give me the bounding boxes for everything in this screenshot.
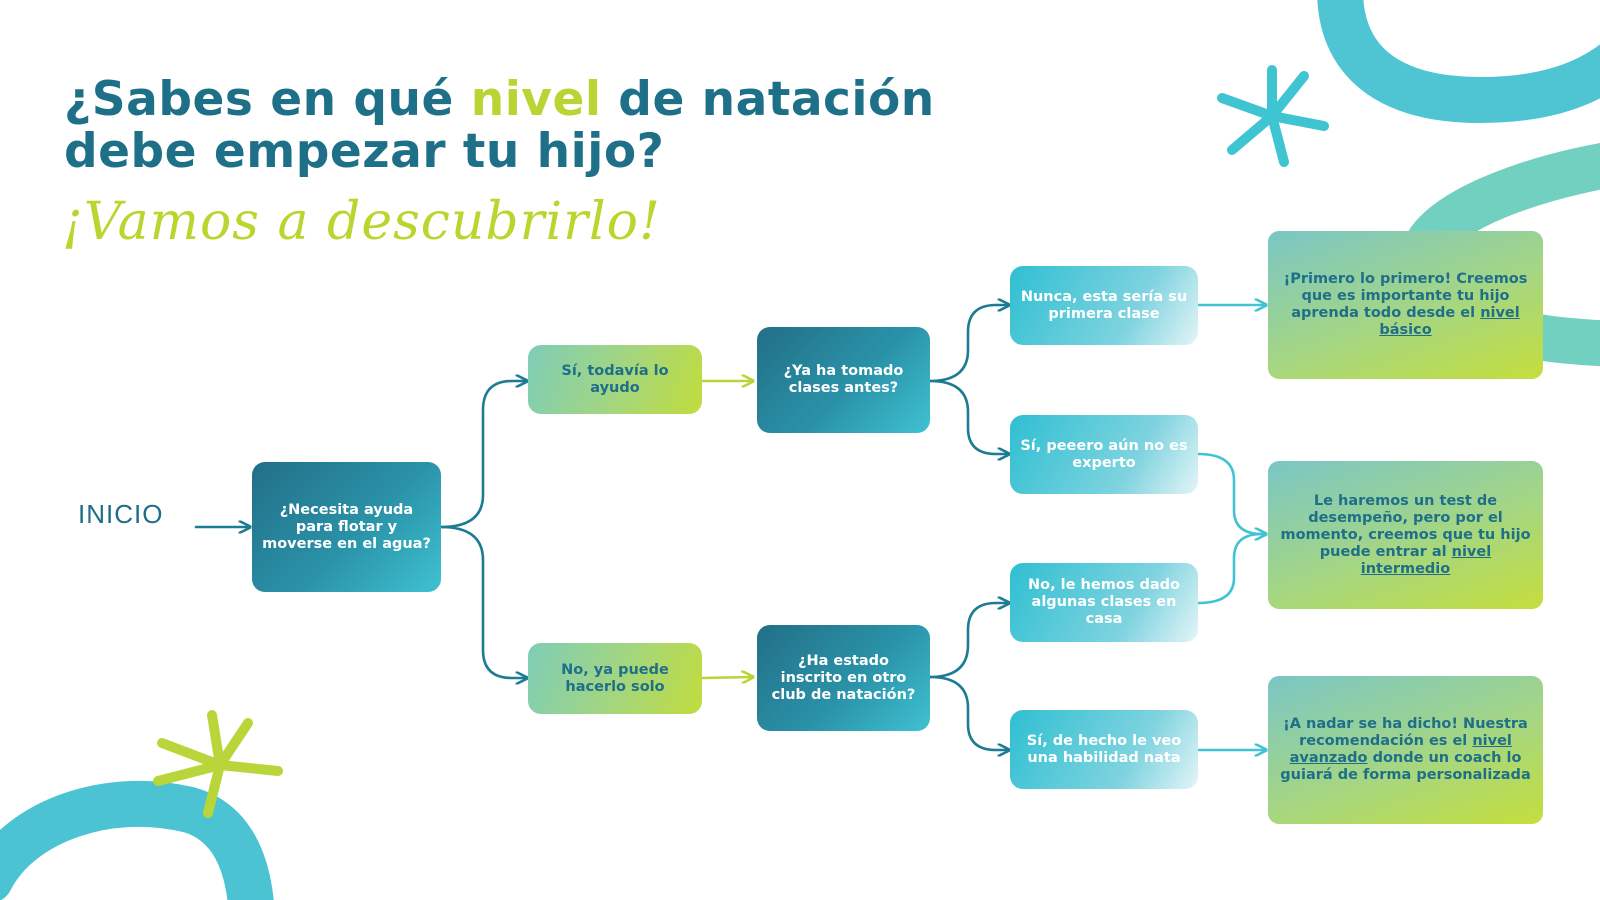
basic-level-link[interactable]: nivel básico bbox=[1379, 305, 1520, 338]
title-line-1: ¿Sabes en qué nivel de natación bbox=[64, 72, 935, 127]
answer-yes-not-expert-text: Sí, peeero aún no es experto bbox=[1020, 437, 1188, 471]
squiggle-bottom-left bbox=[0, 780, 274, 900]
title-line-2: debe empezar tu hijo? bbox=[64, 124, 665, 179]
question-previous-classes-text: ¿Ya ha tomado clases antes? bbox=[783, 363, 904, 396]
question-help-floating: ¿Necesita ayuda para flotar y moverse en… bbox=[252, 462, 441, 592]
result-advanced-text-before: ¡A nadar se ha dicho! Nuestra recomendac… bbox=[1283, 716, 1528, 749]
answer-yes-not-expert: Sí, peeero aún no es experto bbox=[1010, 415, 1198, 494]
arrow-home-classes-to-intermediate bbox=[1196, 532, 1264, 605]
arrow-q1-to-no bbox=[439, 525, 529, 678]
result-advanced-level: ¡A nadar se ha dicho! Nuestra recomendac… bbox=[1268, 676, 1543, 824]
arrow-q2-to-never bbox=[928, 305, 1011, 383]
arrow-yes-not-expert-to-intermediate bbox=[1196, 452, 1268, 534]
answer-natural-skill: Sí, de hecho le veo una habilidad nata bbox=[1010, 710, 1198, 789]
start-label: INICIO bbox=[78, 499, 164, 529]
answer-yes-still-help: Sí, todavía lo ayudo bbox=[528, 345, 702, 414]
result-intermediate-text: Le haremos un test de desempeño, pero po… bbox=[1280, 492, 1531, 560]
result-basic-text: ¡Primero lo primero! Creemos que es impo… bbox=[1283, 271, 1528, 321]
question-help-floating-text: ¿Necesita ayuda para flotar y moverse en… bbox=[262, 501, 431, 552]
intermediate-level-link[interactable]: nivel intermedio bbox=[1360, 543, 1492, 577]
result-basic-level: ¡Primero lo primero! Creemos que es impo… bbox=[1268, 231, 1543, 379]
answer-never-first-class-text: Nunca, esta sería su primera clase bbox=[1020, 288, 1188, 322]
answer-never-first-class: Nunca, esta sería su primera clase bbox=[1010, 266, 1198, 345]
arrow-q3-to-natural-skill bbox=[928, 675, 1011, 750]
question-other-club: ¿Ha estado inscrito en otro club de nata… bbox=[757, 625, 930, 731]
title-text-start: ¿Sabes en qué bbox=[64, 72, 471, 127]
answer-home-classes: No, le hemos dado algunas clases en casa bbox=[1010, 563, 1198, 642]
page-title: ¿Sabes en qué nivel de natación debe emp… bbox=[64, 74, 935, 178]
answer-no-can-alone: No, ya puede hacerlo solo bbox=[528, 643, 702, 714]
question-previous-classes: ¿Ya ha tomado clases antes? bbox=[757, 327, 930, 433]
title-text-end: de natación bbox=[601, 72, 935, 127]
result-advanced-text-after: donde un coach lo guiará de forma person… bbox=[1280, 750, 1531, 783]
answer-yes-still-help-text: Sí, todavía lo ayudo bbox=[561, 362, 669, 396]
cyan-starburst-icon bbox=[1217, 65, 1329, 167]
answer-natural-skill-text: Sí, de hecho le veo una habilidad nata bbox=[1026, 732, 1182, 766]
answer-home-classes-text: No, le hemos dado algunas clases en casa bbox=[1028, 577, 1180, 627]
title-highlight: nivel bbox=[470, 72, 602, 127]
question-other-club-text: ¿Ha estado inscrito en otro club de nata… bbox=[771, 652, 916, 703]
squiggle-top-right bbox=[1317, 0, 1600, 124]
arrow-no-to-q3 bbox=[700, 677, 753, 678]
advanced-level-link[interactable]: nivel avanzado bbox=[1289, 733, 1512, 766]
subtitle: ¡Vamos a descubrirlo! bbox=[62, 192, 661, 252]
arrow-q1-to-yes bbox=[439, 381, 529, 529]
arrow-q3-to-home-classes bbox=[928, 603, 1011, 679]
answer-no-can-alone-text: No, ya puede hacerlo solo bbox=[561, 661, 669, 695]
result-intermediate-level: Le haremos un test de desempeño, pero po… bbox=[1268, 461, 1543, 609]
arrow-q2-to-yes-not-expert bbox=[928, 379, 1011, 454]
green-starburst-icon bbox=[153, 710, 283, 818]
